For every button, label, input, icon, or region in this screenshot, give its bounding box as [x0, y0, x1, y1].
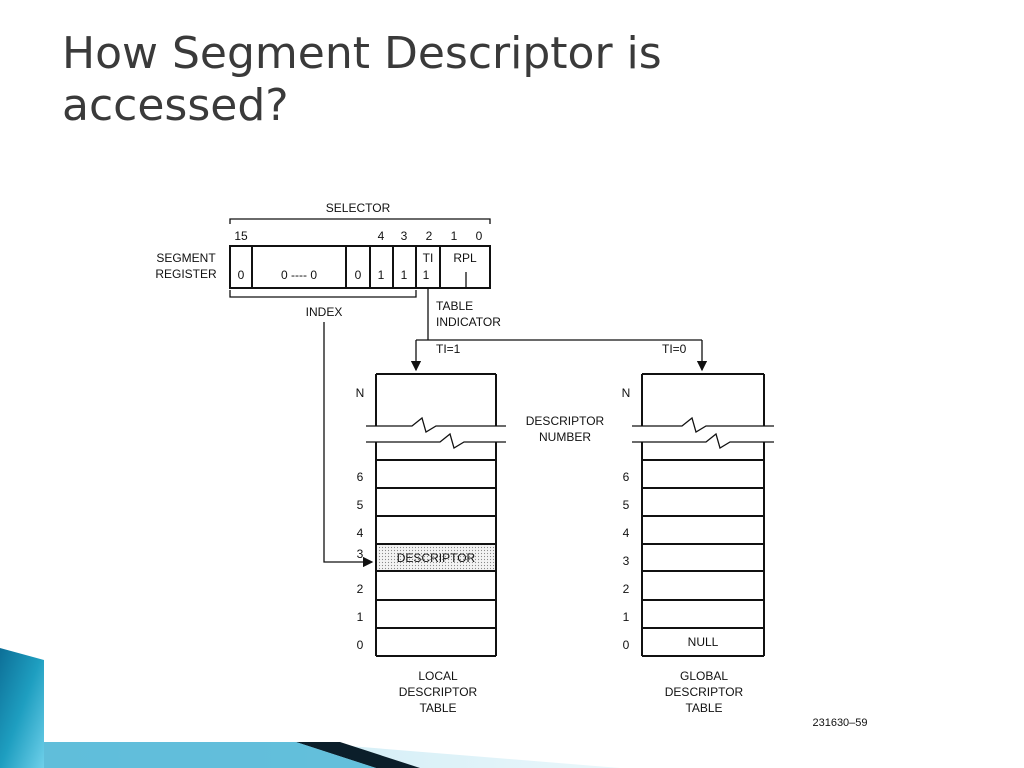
index-label: INDEX — [306, 305, 343, 319]
descriptor-number-line1: DESCRIPTOR — [526, 414, 605, 428]
bit-4: 4 — [378, 229, 385, 243]
ldt-descriptor-entry-bg — [377, 545, 495, 570]
ldt-caption-line2: DESCRIPTOR — [399, 685, 478, 699]
bit-1: 1 — [451, 229, 458, 243]
bit-15: 15 — [234, 229, 248, 243]
ldt-row-1: 1 — [357, 610, 364, 624]
ldt-row-2: 2 — [357, 582, 364, 596]
gdt-row-1: 1 — [623, 610, 630, 624]
index-arrow — [323, 322, 374, 568]
register-cell-bit3: 1 — [401, 268, 408, 282]
register-cell-bit5: 0 — [355, 268, 362, 282]
decor-teal-band-bottom — [44, 742, 376, 768]
gdt-row-0: 0 — [623, 638, 630, 652]
ti-label: TI — [423, 251, 434, 265]
gdt-caption-line2: DESCRIPTOR — [665, 685, 744, 699]
gdt-row-4: 4 — [623, 526, 630, 540]
ti-value: 1 — [423, 268, 430, 282]
register-cell-middle: 0 ---- 0 — [281, 268, 317, 282]
selector-brace — [229, 218, 491, 224]
gdt-caption-line1: GLOBAL — [680, 669, 728, 683]
rpl-label: RPL — [453, 251, 477, 265]
table-indicator-line1: TABLE — [436, 299, 473, 313]
ldt-row-6: 6 — [357, 470, 364, 484]
local-descriptor-table: DESCRIPTOR — [366, 373, 506, 657]
gdt-row-5: 5 — [623, 498, 630, 512]
segment-register-label-line1: SEGMENT — [156, 251, 216, 265]
ti-equal-1-label: TI=1 — [436, 342, 461, 356]
ldt-row-n: N — [356, 386, 365, 400]
decor-dark-stripe — [296, 742, 420, 768]
gdt-caption-line3: TABLE — [685, 701, 722, 715]
gdt-row-3: 3 — [623, 554, 630, 568]
gdt-null-entry: NULL — [688, 635, 719, 649]
register-cell-bit4: 1 — [378, 268, 385, 282]
ldt-row-0: 0 — [357, 638, 364, 652]
ldt-caption-line1: LOCAL — [418, 669, 458, 683]
decor-teal-wedge — [0, 648, 44, 768]
slide-title: How Segment Descriptor is accessed? — [62, 28, 662, 131]
ldt-row-3: 3 — [357, 547, 364, 561]
register-cell-bit15: 0 — [238, 268, 245, 282]
gdt-row-n: N — [622, 386, 631, 400]
ti-equal-0-label: TI=0 — [662, 342, 687, 356]
selector-label: SELECTOR — [326, 201, 391, 215]
bit-3: 3 — [401, 229, 408, 243]
bit-0: 0 — [476, 229, 483, 243]
global-descriptor-table: NULL — [632, 373, 774, 657]
gdt-row-6: 6 — [623, 470, 630, 484]
gdt-row-2: 2 — [623, 582, 630, 596]
ldt-row-4: 4 — [357, 526, 364, 540]
descriptor-number-line2: NUMBER — [539, 430, 591, 444]
ldt-descriptor-entry: DESCRIPTOR — [397, 551, 476, 565]
index-brace — [229, 290, 417, 298]
bit-2: 2 — [426, 229, 433, 243]
figure-code: 231630–59 — [812, 717, 867, 729]
ldt-caption-line3: TABLE — [419, 701, 456, 715]
table-indicator-line2: INDICATOR — [436, 315, 501, 329]
segment-register-label-line2: REGISTER — [155, 267, 217, 281]
segment-register — [229, 245, 491, 289]
ldt-row-5: 5 — [357, 498, 364, 512]
